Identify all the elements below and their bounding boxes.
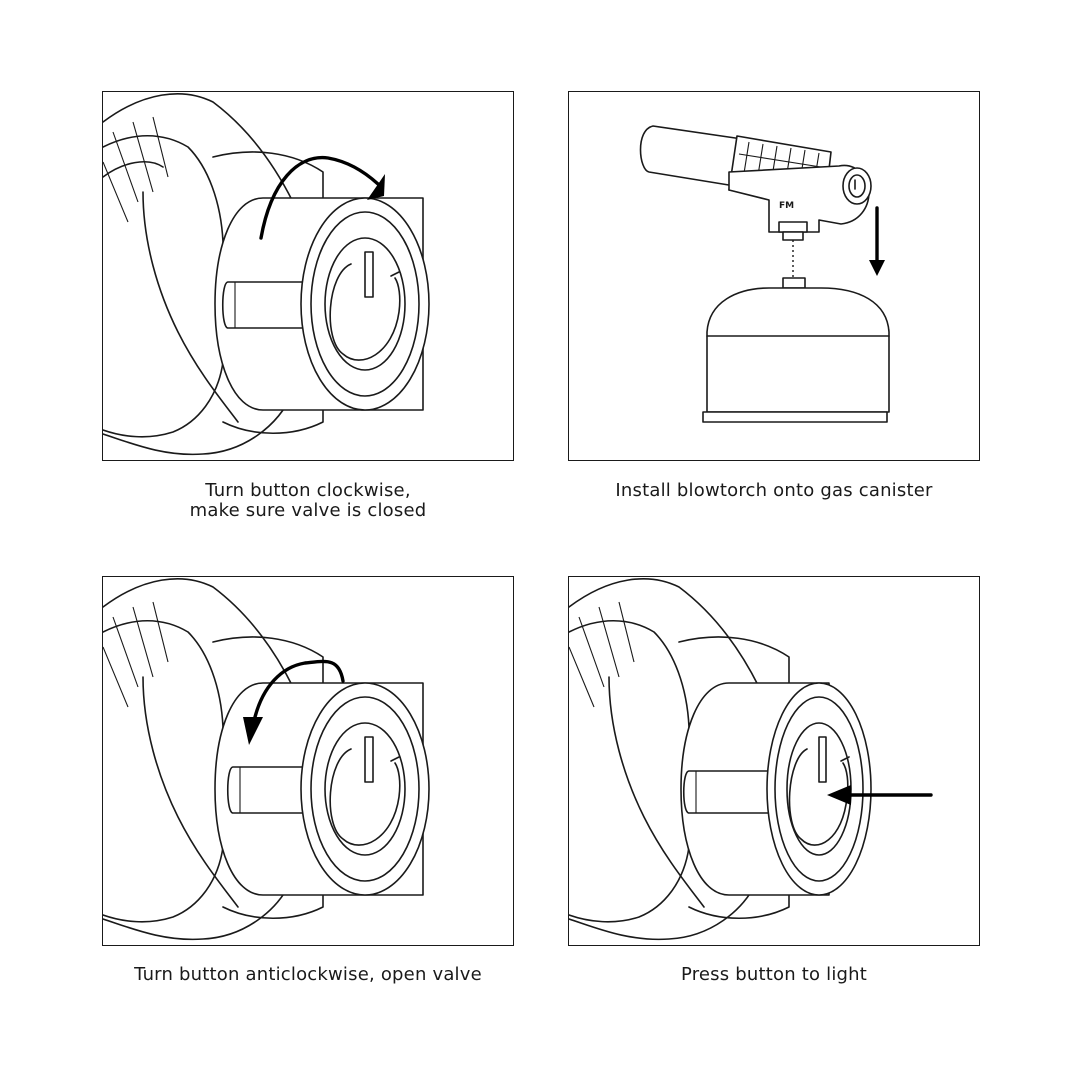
step-1-caption-line-1: Turn button clockwise, <box>205 480 411 501</box>
knob-clockwise-icon <box>103 93 430 456</box>
torch-brand-label: FM <box>779 201 794 211</box>
torch-canister-icon: FM <box>639 125 890 423</box>
step-1-caption-line-2: make sure valve is closed <box>189 500 427 521</box>
step-1-caption: Turn button clockwise, make sure valve i… <box>102 481 514 521</box>
step-3-illustration <box>102 576 514 946</box>
step-1-illustration <box>102 91 514 461</box>
step-2-illustration: FM <box>568 91 980 461</box>
knob-anticlockwise-icon <box>103 578 430 941</box>
step-4-caption-line-1: Press button to light <box>680 964 868 985</box>
knob-press-icon <box>569 578 933 941</box>
step-2-caption-line-1: Install blowtorch onto gas canister <box>615 480 933 501</box>
step-4-caption: Press button to light <box>568 965 980 985</box>
step-2-caption: Install blowtorch onto gas canister <box>568 481 980 501</box>
step-3-caption: Turn button anticlockwise, open valve <box>102 965 514 985</box>
step-3-caption-line-1: Turn button anticlockwise, open valve <box>134 964 482 985</box>
step-4-illustration <box>568 576 980 946</box>
